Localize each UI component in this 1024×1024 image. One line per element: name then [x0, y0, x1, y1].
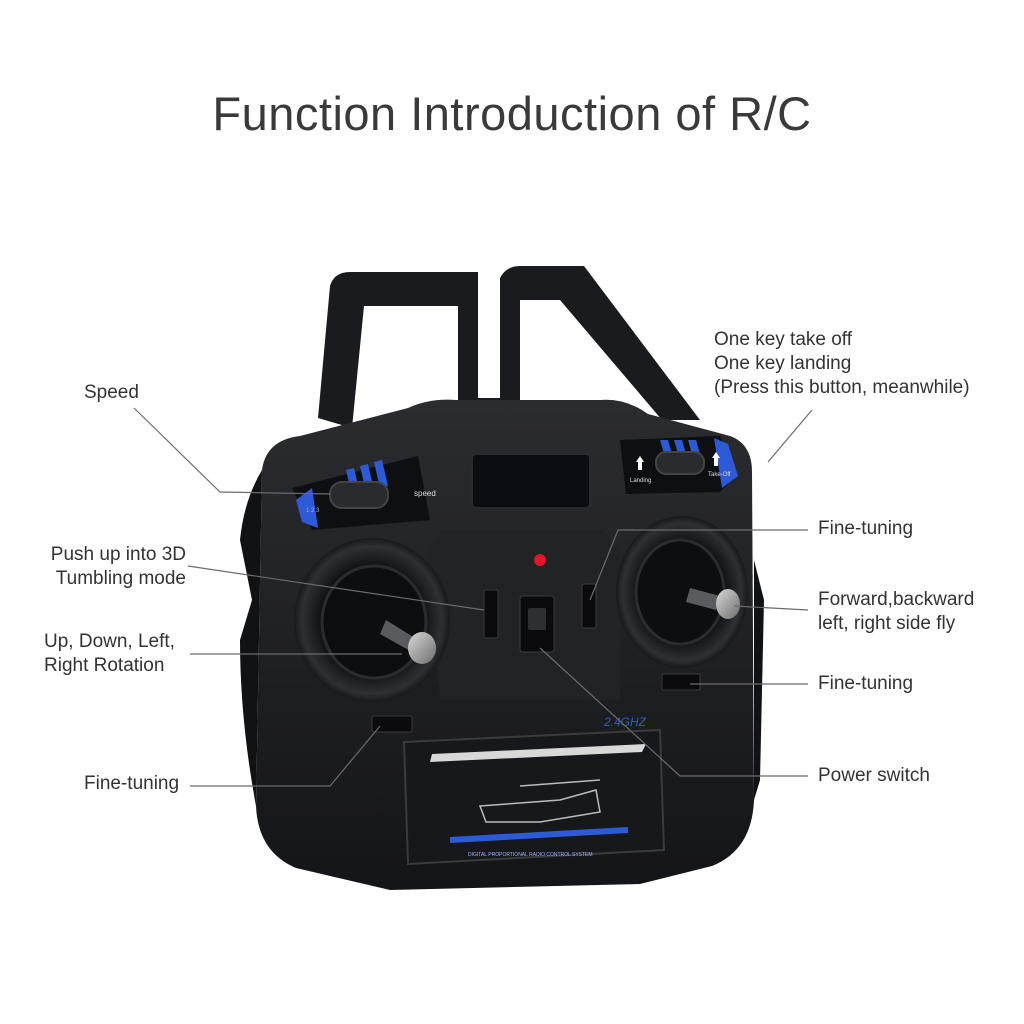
leader-lines — [133, 407, 813, 787]
leader-power — [539, 647, 808, 777]
power-indicator-led — [534, 554, 546, 566]
band-label: 2.4GHZ — [603, 715, 647, 729]
leader-fine-left — [190, 725, 381, 787]
callout-takeoff-line-1: One key take off — [714, 329, 853, 350]
callout-fine-tuning-right-top: Fine-tuning — [818, 518, 914, 539]
callout-tumble-line-1: Push up into 3D — [50, 544, 186, 565]
power-switch-slider[interactable] — [528, 608, 546, 630]
panel-text: DIGITAL PROPORTIONAL RADIO CONTROL SYSTE… — [468, 852, 593, 858]
callout-power-switch: Power switch — [818, 765, 930, 786]
callout-takeoff: One key take off One key landing (Press … — [714, 328, 970, 400]
right-horizontal-trim[interactable] — [661, 673, 701, 691]
takeoff-landing-panel — [620, 436, 738, 494]
leader-fine-right-top — [589, 529, 808, 601]
callout-rotation-line-2: Right Rotation — [44, 655, 165, 676]
callout-directional-line-1: Forward,backward — [818, 589, 975, 610]
callout-takeoff-line-3: (Press this button, meanwhile) — [714, 377, 970, 398]
right-joystick[interactable] — [616, 516, 748, 668]
left-joystick[interactable] — [294, 538, 450, 702]
callout-rotation: Up, Down, Left, Right Rotation — [44, 630, 175, 678]
takeoff-label: Take-Off — [708, 472, 731, 478]
callout-tumble-line-2: Tumbling mode — [55, 568, 186, 589]
callout-directional-line-2: left, right side fly — [818, 613, 956, 634]
page-title: Function Introduction of R/C — [212, 87, 812, 140]
left-horizontal-trim[interactable] — [371, 715, 413, 733]
leader-speed — [133, 407, 331, 495]
callout-rotation-line-1: Up, Down, Left, — [44, 631, 175, 652]
leader-directional — [733, 605, 809, 611]
callout-tumble: Push up into 3D Tumbling mode — [40, 543, 186, 591]
landing-label: Landing — [630, 478, 651, 484]
leader-tumble — [187, 565, 485, 611]
callout-fine-tuning-right-mid: Fine-tuning — [818, 673, 914, 694]
carry-handle — [318, 266, 700, 428]
callout-directional: Forward,backward left, right side fly — [818, 588, 974, 636]
callout-takeoff-line-2: One key landing — [714, 353, 852, 374]
leader-takeoff — [767, 409, 813, 463]
left-vertical-trim[interactable] — [483, 589, 499, 639]
speed-switch-label: speed — [414, 489, 436, 498]
callout-speed: Speed — [84, 382, 139, 403]
battery-cover — [402, 728, 666, 866]
speed-switch[interactable] — [329, 481, 389, 509]
takeoff-landing-button[interactable] — [655, 451, 705, 475]
speed-marks: 1 2 3 — [306, 508, 320, 514]
callout-fine-tuning-left: Fine-tuning — [84, 773, 180, 794]
